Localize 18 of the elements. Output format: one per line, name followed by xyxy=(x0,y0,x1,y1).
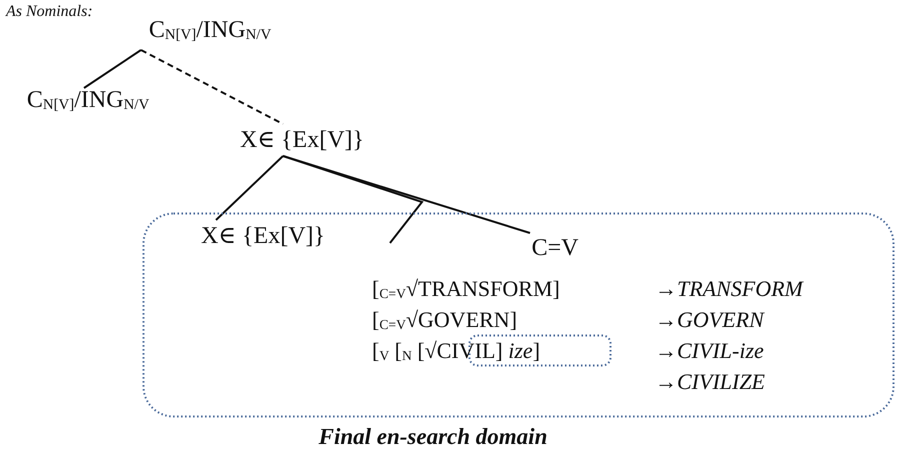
tree-node-label: X∈ {Ex[V]} xyxy=(240,126,364,154)
bracketed-structure: [$_{C=V}$√TRANSFORM] xyxy=(372,276,560,304)
caption: Final en-search domain xyxy=(318,424,548,449)
bracketed-structure: [$_{V}$ [$_{N}$ [√CIVIL] ize] xyxy=(372,338,540,366)
tree-branch xyxy=(215,155,284,221)
derived-word: →CIVIL-ize xyxy=(655,338,764,364)
tree-branch xyxy=(83,49,142,89)
tree-node-label: X∈ {Ex[V]} xyxy=(200,222,326,250)
tree-node-label: C=V xyxy=(532,234,578,262)
branch-line xyxy=(282,155,424,244)
tree-branch xyxy=(140,49,284,125)
tree-node-label: C$_{N[V]}$/ING$_{N/V}$ xyxy=(148,16,272,46)
tree-node-label: C$_{N[V]}$/ING$_{N/V}$ xyxy=(26,86,150,116)
derived-word: →TRANSFORM xyxy=(655,276,803,302)
derived-word: →GOVERN xyxy=(655,307,764,333)
derived-word: →CIVILIZE xyxy=(655,369,765,395)
bracketed-structure: [$_{C=V}$√GOVERN] xyxy=(372,307,518,334)
heading-text: As Nominals: xyxy=(6,2,93,22)
